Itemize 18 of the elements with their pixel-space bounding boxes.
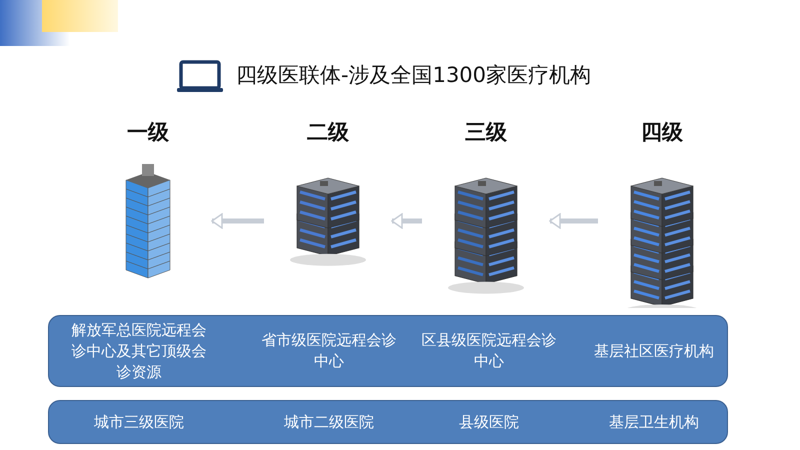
arrow <box>211 213 264 229</box>
title: 四级医联体-涉及全国1300家医疗机构 <box>236 62 592 88</box>
arrow <box>549 213 598 229</box>
tier-band <box>48 315 728 387</box>
band-text: 基层卫生机构 <box>608 412 700 432</box>
tier-heading: 一级 <box>126 119 170 146</box>
tier-heading: 二级 <box>306 119 350 146</box>
band-text: 省市级医院远程会诊中心 <box>260 330 398 372</box>
band-text: 解放军总医院远程会诊中心及其它顶级会诊资源 <box>70 320 208 382</box>
band-text: 区县级医院远程会诊中心 <box>420 330 558 372</box>
tier-heading: 三级 <box>464 119 508 146</box>
band-text: 县级医院 <box>458 412 520 432</box>
tier-heading: 四级 <box>640 119 684 146</box>
band-text: 城市三级医院 <box>93 412 185 432</box>
band-text: 城市二级医院 <box>283 412 375 432</box>
band-text: 基层社区医疗机构 <box>594 340 714 362</box>
tier-band <box>48 400 728 444</box>
arrow <box>391 213 422 229</box>
